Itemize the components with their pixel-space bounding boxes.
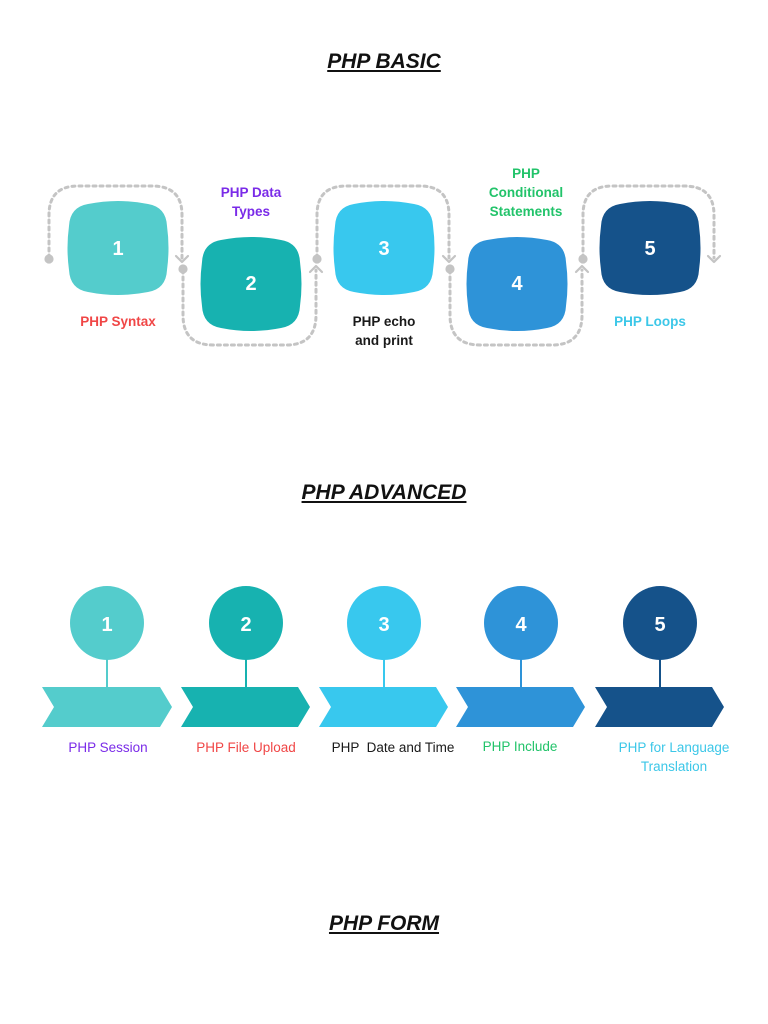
basic-step-box <box>333 201 435 295</box>
basic-step-number: 1 <box>112 238 123 260</box>
section-title-php-advanced: PHP ADVANCED <box>301 481 467 504</box>
advanced-step-1: 1 <box>42 586 172 727</box>
advanced-step-number: 4 <box>515 614 527 636</box>
basic-step-3: 3 <box>333 201 435 295</box>
connector-arc-1 <box>47 184 184 260</box>
advanced-step-label-php-session: PHP Session <box>68 740 148 755</box>
advanced-timeline: 1 2 3 4 5 <box>42 586 724 727</box>
basic-step-label-php-loops: PHP Loops <box>614 314 686 329</box>
connector-arc-3 <box>315 184 451 260</box>
advanced-step-4: 4 <box>456 586 585 727</box>
advanced-step-circle <box>70 586 144 660</box>
advanced-chevron-arrow <box>456 687 585 727</box>
basic-step-label-php-echo-and-print: PHP echo and print <box>352 314 416 348</box>
advanced-step-label-php-file-upload: PHP File Upload <box>196 740 296 755</box>
connector-dot <box>178 264 188 274</box>
advanced-step-circle <box>209 586 283 660</box>
basic-step-number: 4 <box>511 273 523 295</box>
advanced-step-number: 3 <box>378 614 389 636</box>
advanced-step-5: 5 <box>595 586 724 727</box>
basic-step-5: 5 <box>599 201 701 295</box>
advanced-chevron-arrow <box>595 687 724 727</box>
basic-step-label-php-syntax: PHP Syntax <box>80 314 156 329</box>
chevron-up-icon <box>308 264 324 274</box>
basic-step-number: 2 <box>245 273 256 295</box>
advanced-step-number: 2 <box>240 614 251 636</box>
basic-connectors <box>47 184 716 347</box>
connector-arc-4 <box>448 268 584 347</box>
advanced-step-circle <box>347 586 421 660</box>
basic-connector-markers <box>44 254 722 274</box>
advanced-step-label-php-date-and-time: PHP Date and Time <box>331 740 455 755</box>
basic-step-label-php-conditional-statements: PHP Conditional Statements <box>488 166 564 219</box>
chevron-down-icon <box>174 254 190 264</box>
connector-dot-start <box>44 254 54 264</box>
basic-step-number: 5 <box>644 238 655 260</box>
basic-step-box <box>599 201 701 295</box>
connector-arc-2 <box>181 268 318 347</box>
advanced-step-3: 3 <box>319 586 448 727</box>
advanced-chevron-arrow <box>181 687 310 727</box>
basic-step-box <box>67 201 169 295</box>
basic-step-label-php-data-types: PHP Data Types <box>220 185 282 219</box>
basic-step-boxes: 1 2 3 4 5 <box>67 201 701 331</box>
connector-arc-5 <box>581 184 716 260</box>
connector-dot <box>312 254 322 264</box>
advanced-step-label-php-for-language-translation: PHP for Language Translation <box>618 740 730 774</box>
chevron-up-icon <box>574 264 590 274</box>
connector-dot <box>578 254 588 264</box>
basic-step-2: 2 <box>200 237 302 331</box>
basic-step-1: 1 <box>67 201 169 295</box>
basic-step-box <box>466 237 568 331</box>
basic-step-4: 4 <box>466 237 568 331</box>
advanced-step-number: 1 <box>101 614 112 636</box>
chevron-down-icon <box>706 254 722 264</box>
basic-step-number: 3 <box>378 238 389 260</box>
connector-dot <box>445 264 455 274</box>
advanced-chevron-arrow <box>319 687 448 727</box>
section-title-php-basic: PHP BASIC <box>327 50 441 73</box>
advanced-step-number: 5 <box>654 614 665 636</box>
advanced-step-2: 2 <box>181 586 310 727</box>
advanced-step-circle <box>623 586 697 660</box>
basic-step-box <box>200 237 302 331</box>
advanced-step-circle <box>484 586 558 660</box>
section-title-php-form: PHP FORM <box>328 912 440 935</box>
advanced-step-label-php-include: PHP Include <box>482 739 558 754</box>
advanced-chevron-arrow <box>42 687 172 727</box>
chevron-down-icon <box>441 254 457 264</box>
